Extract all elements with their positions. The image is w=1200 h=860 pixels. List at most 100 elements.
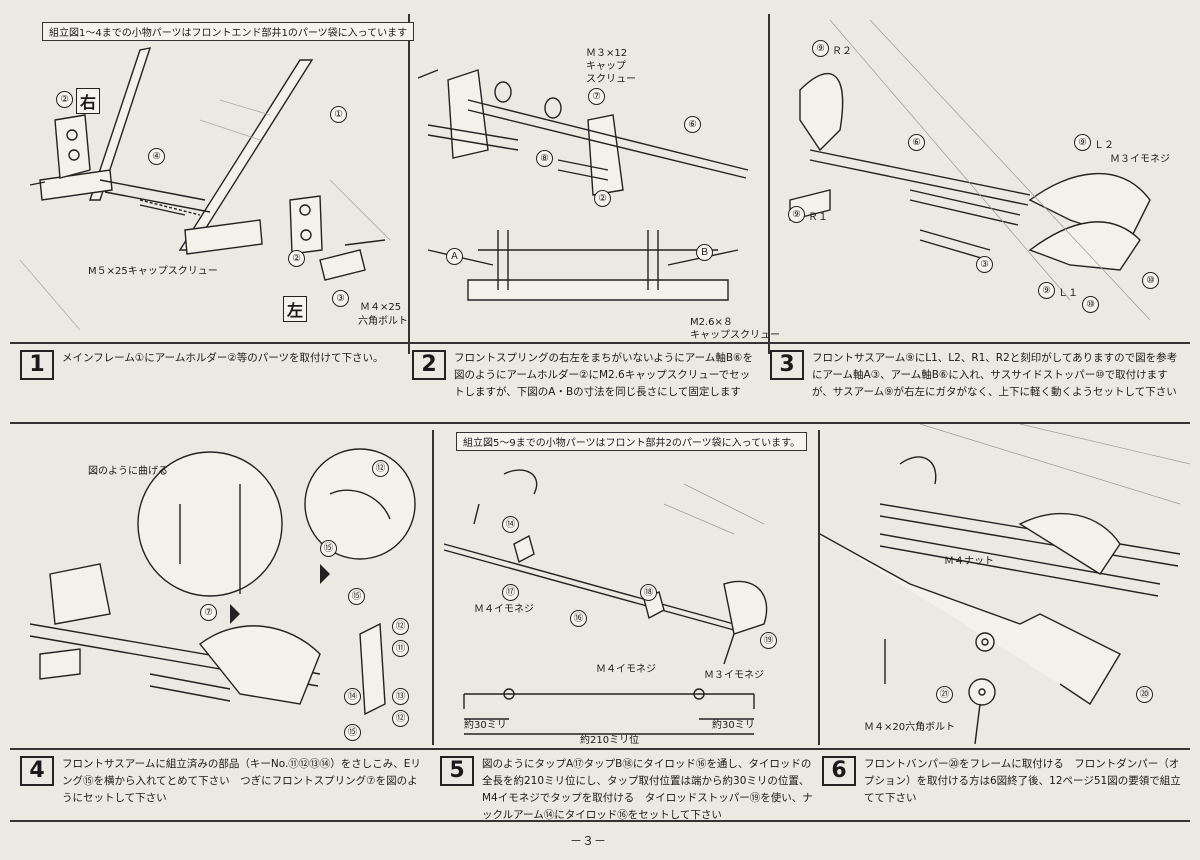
part-callout-4: ④ xyxy=(148,148,165,165)
label-screw: スクリュー xyxy=(586,74,636,85)
step-number-2: 2 xyxy=(412,350,446,380)
label-screw-m5x25: M５×25キャップスクリュー xyxy=(88,266,218,277)
label-m26x8: M2.6×８ xyxy=(690,317,733,328)
label-cap-screw: キャップスクリュー xyxy=(690,330,780,341)
divider-v3 xyxy=(432,430,434,745)
part-callout-20: ⑳ xyxy=(1136,686,1153,703)
part-callout-6-p3: ⑥ xyxy=(908,134,925,151)
label-l1: Ｌ１ xyxy=(1058,288,1078,299)
part-callout-14-p5: ⑭ xyxy=(502,516,519,533)
label-right: 右 xyxy=(76,88,101,114)
panel-2: Ｍ３×12 キャップ スクリュー ⑦ ⑥ ⑧ ② Ａ Ｂ M2.6×８ キャップ… xyxy=(408,0,780,342)
step-text-4: フロントサスアームに組立済みの部品（キーNo.⑪⑫⑬⑭）をさしこみ、Eリング⑮を… xyxy=(62,758,421,804)
step-number-1: 1 xyxy=(20,350,54,380)
divider-v4 xyxy=(818,430,820,745)
part-callout-9-l1: ⑨ xyxy=(1038,282,1055,299)
label-bend-like-figure: 図のように曲げる xyxy=(88,466,168,477)
part-callout-9-l2: ⑨ xyxy=(1074,134,1091,151)
panel-5: ⑭ ⑰ Ｍ４イモネジ ⑯ ⑱ Ｍ４イモネジ ⑲ Ｍ３イモネジ 約30ミリ 約30… xyxy=(434,424,818,748)
step-number-6: 6 xyxy=(822,756,856,786)
part-callout-3: ③ xyxy=(332,290,349,307)
part-callout-12a: ⑫ xyxy=(372,460,389,477)
step-number-5: 5 xyxy=(440,756,474,786)
step-1: 1 メインフレーム①にアームホルダー②等のパーツを取付けて下さい。 xyxy=(20,350,400,410)
step-number-3: 3 xyxy=(770,350,804,380)
step-text-2: フロントスプリングの右左をまちがいないようにアーム軸B⑥を図のようにアームホルダ… xyxy=(454,352,753,398)
part-callout-19: ⑲ xyxy=(760,632,777,649)
step-3: 3 フロントサスアーム⑨にL1、L2、R1、R2と刻印がしてありますので図を参考… xyxy=(770,350,1180,410)
label-approx-30mm-left: 約30ミリ xyxy=(464,720,507,731)
spring-axle-illustration xyxy=(417,69,749,301)
step-4: 4 フロントサスアームに組立済みの部品（キーNo.⑪⑫⑬⑭）をさしこみ、Eリング… xyxy=(20,756,424,816)
part-callout-15b: ⑮ xyxy=(348,588,365,605)
bumper-illustration xyxy=(820,424,1190,745)
part-callout-17: ⑰ xyxy=(502,584,519,601)
part-callout-12b: ⑫ xyxy=(392,618,409,635)
panel-4: 図のように曲げる ⑫ ⑮ ⑮ ⑦ ⑫ ⑪ ⑭ ⑬ ⑫ ⑮ xyxy=(0,424,432,748)
divider-h1 xyxy=(10,342,1190,344)
label-m4x25: Ｍ４×25 xyxy=(360,302,402,313)
part-callout-12c: ⑫ xyxy=(392,710,409,727)
divider-h4 xyxy=(10,820,1190,822)
divider-v1 xyxy=(408,14,410,354)
dimension-a: Ａ xyxy=(446,248,463,265)
label-approx-210mm: 約210ミリ位 xyxy=(580,735,640,746)
panel-3: ⑨ Ｒ２ ⑥ ⑨ Ｌ２ Ｍ３イモネジ ⑨ Ｒ１ ③ ⑩ ⑨ Ｌ１ ⑩ xyxy=(770,0,1190,342)
part-callout-7: ⑦ xyxy=(588,88,605,105)
label-m3x12: Ｍ３×12 xyxy=(586,48,628,59)
part-callout-14: ⑭ xyxy=(344,688,361,705)
label-m4x20-hex-bolt: Ｍ４×20六角ボルト xyxy=(864,722,956,733)
panel-1: ② 右 ① ④ M５×25キャップスクリュー ② ③ 左 Ｍ４×25 六角ボルト xyxy=(0,0,408,342)
step-text-6: フロントバンパー⑳をフレームに取付ける フロントダンパー（オプション）を取付ける… xyxy=(864,758,1181,804)
part-callout-2-right: ② xyxy=(56,91,73,108)
step-5: 5 図のようにタップA⑰タップB⑱にタイロッド⑯を通し、タイロッドの全長を約21… xyxy=(440,756,814,821)
part-callout-6: ⑥ xyxy=(684,116,701,133)
part-callout-2-left: ② xyxy=(288,250,305,267)
part-callout-13: ⑬ xyxy=(392,688,409,705)
label-m3-setscrew-p5: Ｍ３イモネジ xyxy=(704,670,764,681)
part-callout-10a: ⑩ xyxy=(1142,272,1159,289)
step-text-1: メインフレーム①にアームホルダー②等のパーツを取付けて下さい。 xyxy=(62,352,384,364)
step-text-3: フロントサスアーム⑨にL1、L2、R1、R2と刻印がしてありますので図を参考にア… xyxy=(812,352,1178,398)
panel-6: Ｍ４ナット ㉑ ⑳ Ｍ４×20六角ボルト xyxy=(820,424,1190,748)
parts-note-mid: 組立図5～9までの小物パーツはフロント部井2のパーツ袋に入っています。 xyxy=(456,432,808,451)
part-callout-21: ㉑ xyxy=(936,686,953,703)
label-r2: Ｒ２ xyxy=(832,46,852,57)
divider-v2 xyxy=(768,14,770,354)
part-callout-7-p4: ⑦ xyxy=(200,604,217,621)
part-callout-15a: ⑮ xyxy=(320,540,337,557)
step-6: 6 フロントバンパー⑳をフレームに取付ける フロントダンパー（オプション）を取付… xyxy=(822,756,1188,816)
label-m4-nut: Ｍ４ナット xyxy=(944,556,994,567)
label-cap: キャップ xyxy=(586,61,626,72)
label-r1: Ｒ１ xyxy=(808,212,828,223)
page-number: －３－ xyxy=(570,834,607,848)
label-m3-setscrew: Ｍ３イモネジ xyxy=(1110,154,1170,165)
label-left: 左 xyxy=(283,296,308,322)
part-callout-18: ⑱ xyxy=(640,584,657,601)
label-approx-30mm-right: 約30ミリ xyxy=(712,720,755,731)
divider-h3 xyxy=(10,748,1190,750)
label-l2: Ｌ２ xyxy=(1094,140,1114,151)
step-2: 2 フロントスプリングの右左をまちがいないようにアーム軸B⑥を図のようにアームホ… xyxy=(412,350,762,410)
part-callout-9-r1: ⑨ xyxy=(788,206,805,223)
part-callout-1: ① xyxy=(330,106,347,123)
part-callout-8: ⑧ xyxy=(536,150,553,167)
label-hex-bolt: 六角ボルト xyxy=(358,316,408,327)
part-callout-9-r2: ⑨ xyxy=(812,40,829,57)
tie-rod-illustration xyxy=(443,469,768,735)
part-callout-16: ⑯ xyxy=(570,610,587,627)
frame-illustration-1 xyxy=(19,47,391,331)
part-callout-15c: ⑮ xyxy=(344,724,361,741)
label-m4-setscrew-b: Ｍ４イモネジ xyxy=(596,664,656,675)
part-callout-3-p3: ③ xyxy=(976,256,993,273)
dimension-b: Ｂ xyxy=(696,244,713,261)
parts-note-top: 組立図1～4までの小物パーツはフロントエンド部井1のパーツ袋に入っています xyxy=(42,22,415,41)
part-callout-2-p2: ② xyxy=(594,190,611,207)
sus-arm-assembly-illustration xyxy=(29,448,416,716)
part-callout-10b: ⑩ xyxy=(1082,296,1099,313)
step-number-4: 4 xyxy=(20,756,54,786)
divider-h2 xyxy=(10,422,1190,424)
label-m4-setscrew-a: Ｍ４イモネジ xyxy=(474,604,534,615)
part-callout-11: ⑪ xyxy=(392,640,409,657)
